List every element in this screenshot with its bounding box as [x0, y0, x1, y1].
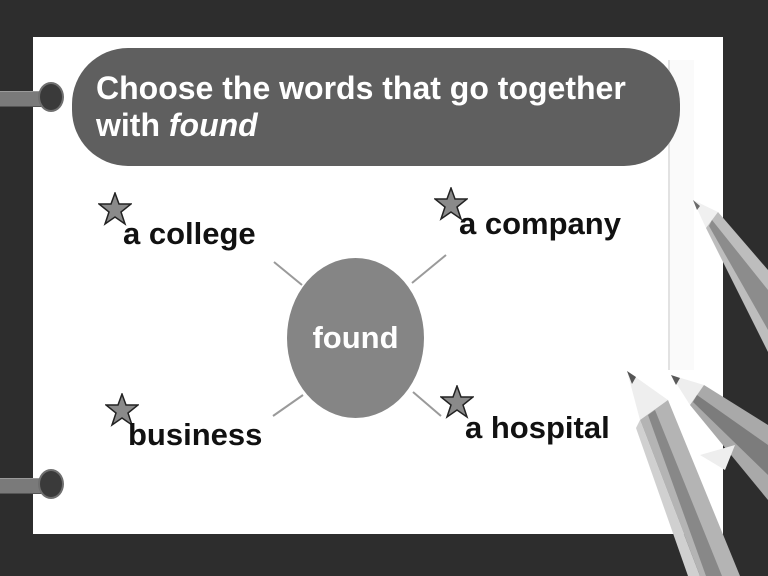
connector-top-right [411, 254, 447, 284]
connector-bottom-left [272, 394, 304, 417]
ring-bar [0, 91, 50, 107]
word-option-a-company[interactable]: a company [459, 206, 621, 241]
connector-bottom-right [412, 391, 442, 417]
ring-bar [0, 478, 50, 494]
instruction-banner: Choose the words that go together with f… [72, 48, 680, 166]
word-option-a-hospital[interactable]: a hospital [465, 410, 610, 445]
binder-ring-icon [0, 469, 64, 499]
pencil-icon [671, 375, 768, 500]
center-word: found [312, 320, 399, 355]
word-option-a-college[interactable]: a college [123, 216, 256, 251]
instruction-text-line2: with [96, 107, 169, 143]
page-corner [700, 445, 735, 470]
word-option-business[interactable]: business [128, 417, 263, 452]
ring-hole [38, 82, 64, 112]
binder-ring-icon [0, 82, 64, 112]
star-icon[interactable] [98, 192, 132, 226]
instruction-text-line1: Choose the words that go together [96, 70, 626, 106]
connector-top-left [273, 261, 303, 286]
center-word-oval: found [287, 258, 424, 418]
pencil-icon [627, 371, 740, 576]
pencil-icon [693, 200, 768, 352]
star-icon[interactable] [105, 393, 139, 427]
instruction-keyword: found [168, 107, 258, 143]
ring-hole [38, 469, 64, 499]
star-icon[interactable] [434, 187, 468, 221]
star-icon[interactable] [440, 385, 474, 419]
